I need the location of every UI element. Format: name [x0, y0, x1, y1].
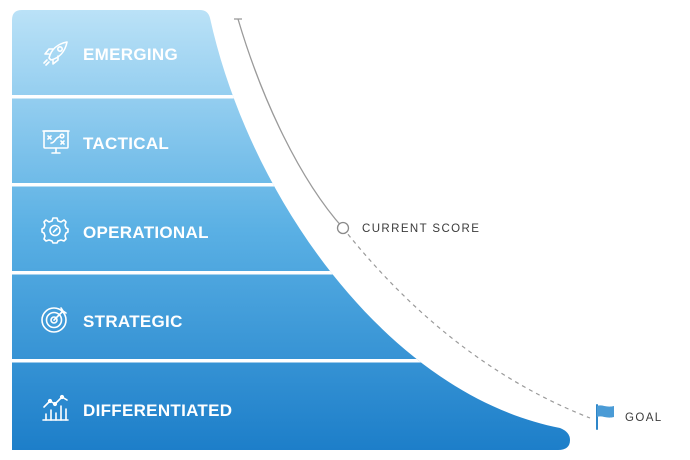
strategy-board-icon [42, 130, 70, 154]
rocket-icon [43, 41, 68, 66]
progress-curve [234, 18, 591, 419]
tier-operational: OPERATIONAL [41, 217, 209, 244]
current-score-label: CURRENT SCORE [362, 223, 480, 235]
tier-label: OPERATIONAL [83, 223, 209, 242]
growth-chart-icon [42, 394, 69, 421]
tier-label: Differentiated [83, 401, 232, 420]
target-icon [41, 307, 67, 333]
goal-label: GOAL [625, 412, 663, 424]
tier-strategic: STRATEGIC [41, 307, 183, 333]
tier-tactical: TACTICAL [42, 130, 169, 154]
tier-label: EMERGING [83, 45, 178, 64]
gear-icon [41, 217, 69, 244]
flag-icon [596, 404, 614, 430]
tier-label: STRATEGIC [83, 312, 183, 331]
current-path-line [237, 18, 344, 229]
tier-differentiated: Differentiated [42, 394, 232, 421]
tier-label: TACTICAL [83, 134, 169, 153]
current-score-marker [336, 221, 350, 235]
tier-emerging: EMERGING [43, 41, 178, 66]
